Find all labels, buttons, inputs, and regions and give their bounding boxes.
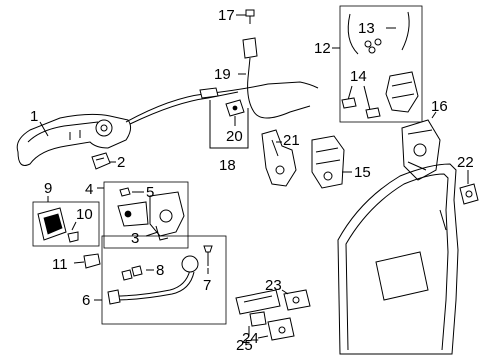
group-box-latch: [103, 181, 189, 249]
callout-4: 4: [85, 181, 93, 198]
inside-handle: [37, 207, 67, 241]
callout-15: 15: [354, 164, 371, 181]
callout-18: 18: [219, 157, 236, 174]
callout-6: 6: [82, 292, 90, 309]
striker: [459, 183, 479, 205]
callout-7: 7: [203, 277, 211, 294]
callout-14: 14: [350, 68, 367, 85]
door-check-rod: [107, 255, 199, 305]
group-box-inside-handle: [32, 201, 100, 247]
callout-8: 8: [156, 262, 164, 279]
callout-5: 5: [146, 184, 154, 201]
callout-9: 9: [44, 180, 52, 197]
switch-clips: [341, 97, 381, 119]
callout-18-bracket: [209, 100, 249, 149]
bolt: [203, 245, 213, 266]
callout-21: 21: [283, 132, 300, 149]
callout-3: 3: [131, 230, 139, 247]
lower-hinge: [267, 317, 295, 341]
rod-clips: [121, 265, 143, 281]
lock-switch: [385, 71, 419, 113]
lock-assembly: [401, 119, 441, 181]
group-box-door-check: [101, 235, 227, 325]
lock-actuator: [311, 135, 345, 189]
callout-24: 24: [242, 330, 259, 347]
callout-13: 13: [358, 20, 375, 37]
callout-22: 22: [457, 154, 474, 171]
group-box-switch: [339, 5, 423, 123]
callout-19: 19: [214, 66, 231, 83]
handle-cover: [91, 152, 111, 170]
handle-clip: [67, 231, 79, 243]
callout-12: 12: [314, 40, 331, 57]
pad: [83, 253, 101, 269]
callout-10: 10: [76, 206, 93, 223]
latch-bracket: [261, 129, 297, 187]
door-check: [235, 289, 281, 327]
callout-1: 1: [30, 108, 38, 125]
callout-16: 16: [431, 98, 448, 115]
lock-cables: [125, 37, 319, 125]
callout-17: 17: [218, 7, 235, 24]
switch-rods: [347, 11, 410, 55]
upper-hinge: [283, 289, 311, 311]
cable-clip: [225, 99, 245, 117]
top-bolt: [245, 9, 255, 24]
callout-2: 2: [117, 154, 125, 171]
latch-screw: [119, 187, 131, 197]
callout-11: 11: [52, 256, 68, 273]
callout-23: 23: [265, 277, 282, 294]
door-latch: [117, 191, 185, 241]
door-frame: [337, 163, 459, 355]
callout-20: 20: [226, 128, 243, 145]
callout-25: 25: [236, 337, 253, 354]
